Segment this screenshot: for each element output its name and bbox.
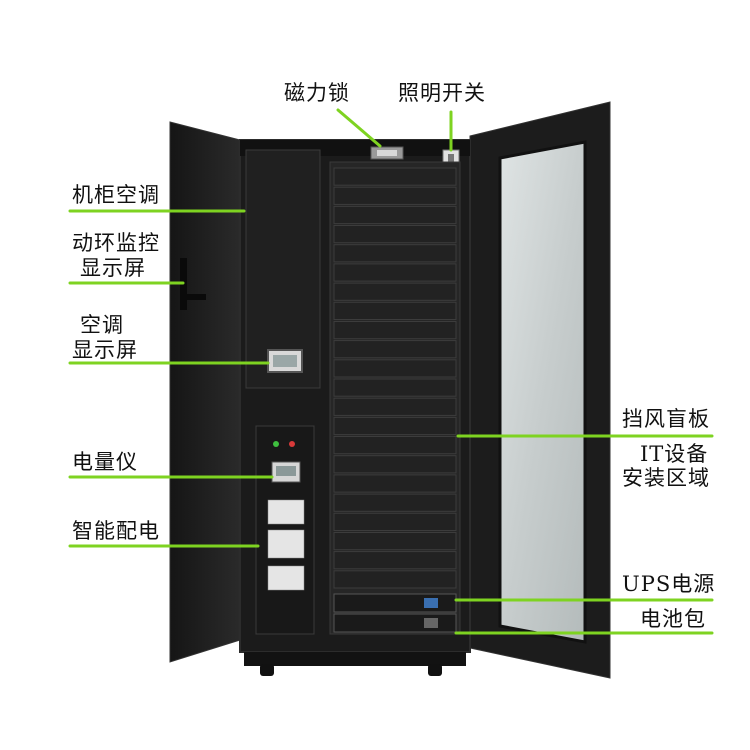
blanking-panel xyxy=(333,474,457,493)
label-env-monitor-line2: 显示屏 xyxy=(80,256,146,280)
rack-ac-unit xyxy=(245,149,321,389)
label-ac-display-line2: 显示屏 xyxy=(72,338,138,362)
blanking-panel xyxy=(333,397,457,416)
blanking-panel xyxy=(333,570,457,589)
magnetic-lock-plate xyxy=(377,150,397,156)
breaker-group xyxy=(267,499,305,591)
right-door-glass xyxy=(498,140,587,644)
label-rack-ac: 机柜空调 xyxy=(72,183,160,207)
blanking-panel xyxy=(333,493,457,512)
blanking-panel xyxy=(333,321,457,340)
blanking-panel xyxy=(333,551,457,570)
label-power-meter: 电量仪 xyxy=(72,450,138,474)
label-magnetic-lock: 磁力锁 xyxy=(284,81,350,105)
blanking-panel xyxy=(333,340,457,359)
blanking-panel xyxy=(333,455,457,474)
caster-left xyxy=(260,664,274,676)
door-handle-bar xyxy=(182,294,206,300)
left-door xyxy=(169,121,241,663)
blanking-panel xyxy=(333,512,457,531)
label-ac-display-line1: 空调 xyxy=(80,313,124,337)
blanking-panel xyxy=(333,378,457,397)
light-switch-toggle xyxy=(448,154,454,165)
label-smart-pdu: 智能配电 xyxy=(72,519,160,543)
callout-lines xyxy=(68,108,714,635)
ac-display-lcd xyxy=(273,355,297,367)
label-blanking-panel: 挡风盲板 xyxy=(622,407,710,431)
blanking-panel xyxy=(333,244,457,263)
blanking-panel xyxy=(333,359,457,378)
label-it-area-line1: IT设备 xyxy=(640,442,709,466)
cabinet-base xyxy=(244,652,466,666)
blanking-panel xyxy=(333,186,457,205)
label-env-monitor-line1: 动环监控 xyxy=(72,231,160,255)
blanking-panel xyxy=(333,436,457,455)
blanking-panel xyxy=(333,205,457,225)
blanking-panel xyxy=(333,282,457,301)
ups-display xyxy=(424,598,438,608)
blanking-panel xyxy=(333,225,457,244)
blanking-panels xyxy=(333,167,457,589)
label-it-area-line2: 安装区域 xyxy=(622,466,710,490)
indicator-green-light xyxy=(273,441,279,447)
blanking-panel xyxy=(333,416,457,436)
blanking-panel xyxy=(333,532,457,551)
label-battery: 电池包 xyxy=(640,607,706,631)
caster-right xyxy=(428,664,442,676)
blanking-panel xyxy=(333,301,457,320)
indicator-red-light xyxy=(289,441,295,447)
label-light-switch: 照明开关 xyxy=(398,81,486,105)
blanking-panel xyxy=(333,167,457,186)
power-meter-lcd xyxy=(276,466,296,476)
blanking-panel xyxy=(333,263,457,282)
battery-display xyxy=(424,618,438,628)
label-ups: UPS电源 xyxy=(622,572,716,596)
callout-line-magnetic-lock xyxy=(336,108,382,148)
